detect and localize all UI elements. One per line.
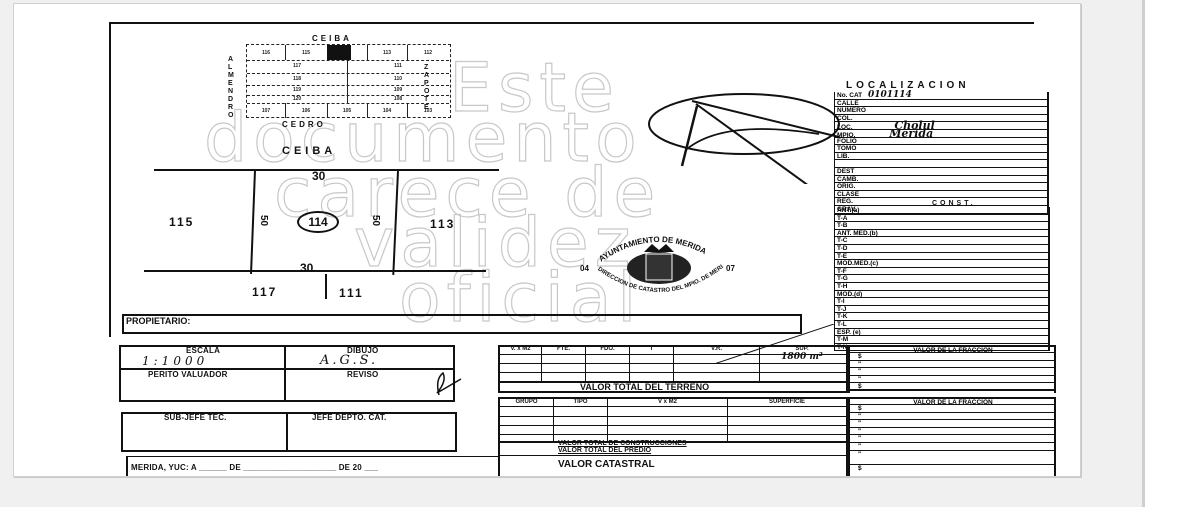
parcel-right-line	[392, 171, 399, 275]
valor-catastral-label: VALOR CATASTRAL	[558, 459, 655, 470]
fraccion-terreno-table: VALOR DE LA FRACCION $ " " " $	[848, 345, 1056, 393]
escala-label: ESCALA	[186, 346, 221, 355]
loc-row: ORIG.	[835, 183, 1047, 191]
watermark-line-1: Este	[448, 48, 620, 128]
jefe-depto-label: JEFE DEPTO. CAT.	[312, 413, 387, 422]
bottom-lot-divider	[325, 274, 327, 299]
construcciones-table: GRUPO TIPO V x M2 SUPERFICIE	[498, 397, 848, 476]
block-map: 116 115 113 112 117 118 119 120 111 110 …	[246, 44, 451, 118]
owner-field	[122, 314, 802, 334]
escala-dibujo-box	[119, 345, 455, 402]
localizacion-title: LOCALIZACION	[846, 80, 970, 91]
footer-date-line	[126, 456, 498, 476]
loc-row: NUMERO	[835, 107, 1047, 115]
parcel-back-dimension: 30	[300, 261, 314, 275]
blockmap-street-top: CEIBA	[312, 34, 352, 43]
bottom-right-neighbor-lot: 111	[339, 286, 364, 300]
plat-left-border	[109, 22, 111, 337]
dibujo-value: A.G.S.	[320, 353, 379, 368]
loc-row: FOLIO	[835, 138, 1047, 146]
sup-value: 1800 m²	[781, 352, 823, 362]
total-construcciones-label: VALOR TOTAL DE CONSTRUCCIONES	[558, 440, 687, 447]
loc-row: MPIO. Merida	[835, 128, 1047, 139]
plat-top-border	[109, 22, 1034, 24]
parcel-street-label: CEIBA	[282, 145, 337, 157]
blockmap-street-bottom: CEDRO	[282, 120, 326, 129]
loc-row: No. CAT 0101114	[835, 91, 1047, 100]
localizacion-table: No. CAT 0101114 CALLE NUMERO COL. LOC. C…	[834, 91, 1049, 214]
parcel-left-line	[250, 170, 256, 275]
loc-row: LOC. Cholul	[835, 120, 1047, 131]
reviso-label: REVISO	[347, 370, 379, 379]
jefes-box	[121, 412, 457, 452]
blockmap-street-right: ZAPOTE	[424, 64, 430, 111]
loc-row: CALLE	[835, 100, 1047, 108]
bottom-left-neighbor-lot: 117	[252, 285, 278, 299]
loc-row: GRAV.	[835, 206, 1047, 214]
loc-row: DEST	[835, 168, 1047, 176]
subjefe-label: SUB-JEFE TEC.	[164, 413, 227, 422]
const-title: CONST.	[932, 200, 976, 207]
loc-row: REG.	[835, 198, 1047, 206]
loc-row: COL.	[835, 115, 1047, 123]
parcel-left-dimension: 50	[258, 214, 270, 227]
fraccion-construcciones-table: VALOR DE LA FRACCION $ " " " " " " $	[848, 397, 1056, 476]
reviso-signature-icon	[436, 371, 462, 396]
image-viewer: Este documento carece de validez oficial…	[13, 3, 1081, 477]
total-predio-label: VALOR TOTAL DEL PREDIO	[558, 447, 652, 454]
footer-date-text: MERIDA, YUC: A ______ DE _______________…	[131, 463, 379, 472]
loc-row: CLASE	[835, 191, 1047, 199]
parcel-front-dimension: 30	[312, 169, 326, 183]
right-neighbor-lot: 113	[430, 217, 456, 231]
official-seal: AYUNTAMIENTO DE MERIDA DIRECCION DE CATA…	[572, 218, 744, 302]
perito-valuador-label: PERITO VALUADOR	[148, 370, 228, 379]
left-neighbor-lot: 115	[169, 215, 195, 229]
const-table: ANT.(a) T-A T-B ANT. MED.(b) T-C T-D T-E…	[834, 207, 1050, 352]
parcel-lot-number: 114	[297, 211, 339, 233]
dibujo-label: DIBUJO	[347, 346, 379, 355]
side-pane	[1145, 0, 1200, 507]
terreno-total-label: VALOR TOTAL DEL TERRENO	[580, 382, 710, 392]
coat-of-arms-icon: AYUNTAMIENTO DE MERIDA DIRECCION DE CATA…	[572, 218, 725, 294]
parcel-back-line	[144, 270, 486, 272]
subject-block-highlight	[327, 45, 351, 60]
pane-divider[interactable]	[1142, 0, 1145, 507]
north-arrow-icon	[648, 93, 840, 184]
parcel-right-dimension: 50	[370, 214, 382, 227]
owner-label: PROPIETARIO:	[126, 316, 191, 326]
scanned-document-page: Este documento carece de validez oficial…	[13, 3, 1081, 477]
loc-row: LIB.	[835, 153, 1047, 161]
loc-row: CAMB.	[835, 176, 1047, 184]
loc-row	[835, 160, 1047, 168]
blockmap-street-left: ALMENDRO	[228, 56, 234, 119]
parcel-front-line	[154, 169, 499, 171]
loc-row: TOMO	[835, 145, 1047, 153]
escala-value: 1:1000	[142, 354, 209, 368]
